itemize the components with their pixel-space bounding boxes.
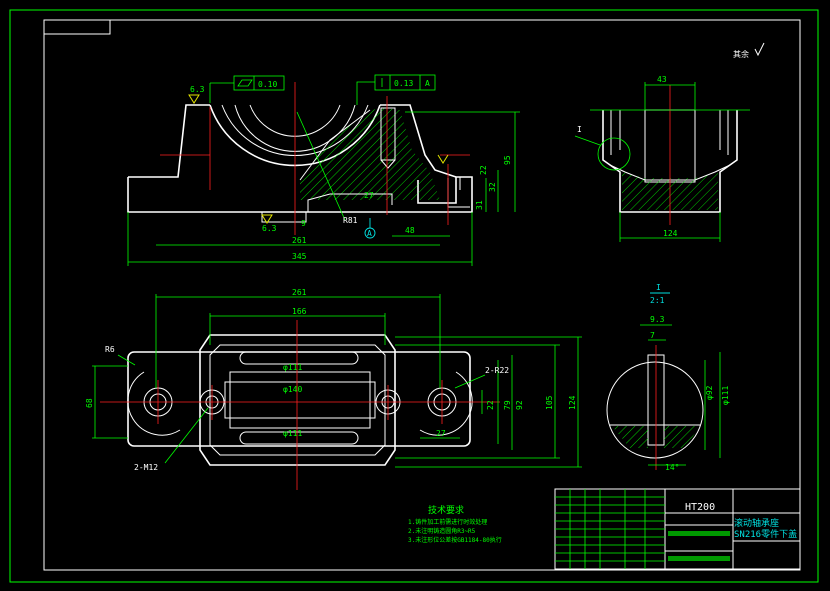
svg-text:φ140: φ140: [283, 385, 302, 394]
svg-text:92: 92: [515, 400, 524, 410]
svg-text:95: 95: [503, 155, 512, 165]
svg-text:φ111: φ111: [283, 429, 302, 438]
svg-text:32: 32: [488, 182, 497, 192]
svg-text:2-R22: 2-R22: [485, 366, 509, 375]
svg-text:I: I: [656, 283, 661, 292]
svg-text:105: 105: [545, 395, 554, 410]
note-3: 3.未注形位公差按GB1184-80执行: [408, 536, 502, 544]
svg-text:22: 22: [486, 400, 495, 410]
roughness-symbol: [754, 42, 765, 57]
outer-border: [9, 9, 819, 583]
svg-text:9.3: 9.3: [650, 315, 665, 324]
svg-text:79: 79: [503, 400, 512, 410]
svg-text:14°: 14°: [665, 463, 679, 472]
svg-text:A: A: [367, 229, 372, 238]
svg-text:43: 43: [657, 75, 667, 84]
svg-text:6.3: 6.3: [262, 224, 277, 233]
svg-text:27: 27: [436, 429, 446, 438]
technical-notes: 技术要求 1.铸件加工前需进行时效处理 2.未注明铸造圆角R3~R5 3.未注形…: [408, 504, 502, 544]
svg-text:27: 27: [364, 191, 374, 200]
svg-text:φ111: φ111: [283, 363, 302, 372]
svg-text:166: 166: [292, 307, 307, 316]
side-view: 43 124 I: [574, 75, 750, 242]
svg-text:68: 68: [85, 398, 94, 408]
svg-text:22: 22: [479, 165, 488, 175]
svg-text:6.3: 6.3: [190, 85, 205, 94]
note-2: 2.未注明铸造圆角R3~R5: [408, 527, 476, 535]
svg-text:9: 9: [301, 219, 306, 228]
top-view: 261 166 φ111 φ140 φ111 R6 68 105 124 92 …: [85, 288, 582, 490]
notes-title: 技术要求: [428, 504, 464, 516]
svg-text:261: 261: [292, 288, 307, 297]
svg-text:0.10: 0.10: [258, 80, 277, 89]
svg-text:I: I: [577, 125, 582, 134]
part-name: 滚动轴承座: [734, 517, 779, 529]
note-1: 1.铸件加工前需进行时效处理: [408, 518, 487, 526]
svg-text:2-M12: 2-M12: [134, 463, 158, 472]
svg-text:2:1: 2:1: [650, 296, 665, 305]
svg-text:261: 261: [292, 236, 307, 245]
svg-text:R81: R81: [343, 216, 358, 225]
corner-tag: [43, 19, 111, 35]
front-view: 345 261 48 9 27 95 32 31 22 R81 A 6.3 6.…: [127, 82, 520, 266]
title-block: HT200 滚动轴承座 SN216零件下盖: [554, 488, 801, 570]
flatness-frame: 0.10: [209, 75, 285, 103]
svg-text:R6: R6: [105, 345, 115, 354]
svg-text:0.13: 0.13: [394, 79, 413, 88]
svg-text:7: 7: [650, 331, 655, 340]
svg-text:124: 124: [663, 229, 678, 238]
material: HT200: [685, 502, 715, 513]
svg-text:345: 345: [292, 252, 307, 261]
svg-text:31: 31: [475, 200, 484, 210]
inner-border: [43, 19, 801, 571]
svg-text:A: A: [425, 79, 430, 88]
svg-text:124: 124: [568, 395, 577, 410]
detail-view: I 2:1 9.3 7 φ92 φ111 14°: [606, 283, 730, 472]
svg-text:48: 48: [405, 226, 415, 235]
svg-text:φ92: φ92: [705, 385, 714, 400]
svg-text:φ111: φ111: [721, 386, 730, 405]
part-code: SN216零件下盖: [734, 528, 797, 540]
perpendicularity-frame: 0.13 A: [356, 74, 436, 105]
roughness-note: 其余: [733, 49, 749, 59]
